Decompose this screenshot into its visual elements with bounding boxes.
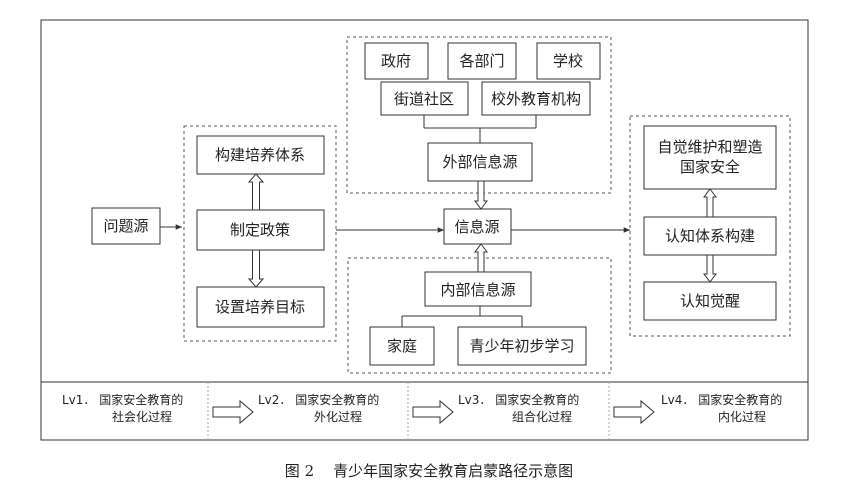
street-community-label: 街道社区: [394, 90, 454, 108]
cognitive-build-box: [643, 216, 777, 256]
government-box: [364, 42, 429, 80]
up-hollow-arrow: [247, 173, 265, 211]
stage-dividers: [207, 382, 610, 440]
extra-institutions-box: [481, 81, 591, 116]
build-system-label: 构建培养体系: [215, 146, 305, 164]
connectors: [160, 115, 630, 327]
school-box: [536, 42, 601, 80]
outer-frame: [40, 19, 809, 441]
family-box: [369, 326, 435, 366]
internal-group: [347, 257, 612, 374]
external-to-info-arrow: [474, 180, 488, 210]
lv1-line2: 社会化过程: [112, 409, 172, 424]
info-source-label: 信息源: [454, 218, 499, 236]
make-policy-label: 制定政策: [230, 221, 290, 239]
school-label: 学校: [553, 52, 583, 70]
departments-box: [447, 42, 517, 80]
stage-arrow-3: [613, 399, 655, 425]
cognition-group: [629, 115, 791, 337]
internal-source-label: 内部信息源: [440, 281, 515, 299]
external-source-box: [427, 142, 533, 182]
cognitive-build-label: 认知体系构建: [665, 227, 755, 245]
lv3-line2: 组合化过程: [512, 409, 572, 424]
youth-learning-label: 青少年初步学习: [469, 337, 574, 355]
stage-arrow-1: [212, 399, 254, 425]
lv4-line1: Lv4． 国家安全教育的: [661, 392, 782, 407]
figure-caption: 图 2 青少年国家安全教育启蒙路径示意图: [285, 462, 573, 480]
maintain-security-box: [643, 125, 777, 190]
maintain-security-label-line2: 国家安全: [680, 158, 740, 176]
lv2-line1: Lv2． 国家安全教育的: [258, 392, 379, 407]
family-label: 家庭: [387, 337, 417, 355]
make-policy-box: [196, 209, 325, 251]
lv4-line2: 内化过程: [718, 409, 766, 424]
internal-source-box: [424, 271, 532, 307]
down-hollow-arrow: [247, 249, 265, 288]
lv2-line2: 外化过程: [314, 409, 362, 424]
problem-source-box: [91, 207, 161, 245]
government-label: 政府: [381, 52, 411, 70]
set-goals-box: [196, 286, 325, 328]
problem-source-label: 问题源: [103, 217, 148, 235]
stage-arrow-2: [412, 399, 454, 425]
extra-institutions-label: 校外教育机构: [491, 90, 581, 108]
lv1-line1: Lv1． 国家安全教育的: [62, 392, 183, 407]
street-community-box: [380, 81, 469, 116]
stage-arrows: [212, 399, 655, 425]
lv3-line1: Lv3． 国家安全教育的: [458, 392, 579, 407]
info-source-box: [443, 208, 512, 245]
departments-label: 各部门: [459, 52, 504, 70]
node-boxes: [91, 42, 777, 366]
build-to-maintain-arrow: [703, 188, 717, 218]
cognitive-awaken-label: 认知觉醒: [680, 292, 740, 310]
cognitive-awaken-box: [643, 281, 777, 321]
maintain-security-label-line1: 自觉维护和塑造: [657, 138, 762, 156]
external-source-label: 外部信息源: [442, 153, 517, 171]
youth-learning-box: [457, 326, 587, 366]
build-system-box: [196, 135, 325, 175]
awaken-to-build-arrow: [703, 254, 717, 283]
policy-group: [183, 125, 337, 342]
set-goals-label: 设置培养目标: [215, 298, 305, 316]
